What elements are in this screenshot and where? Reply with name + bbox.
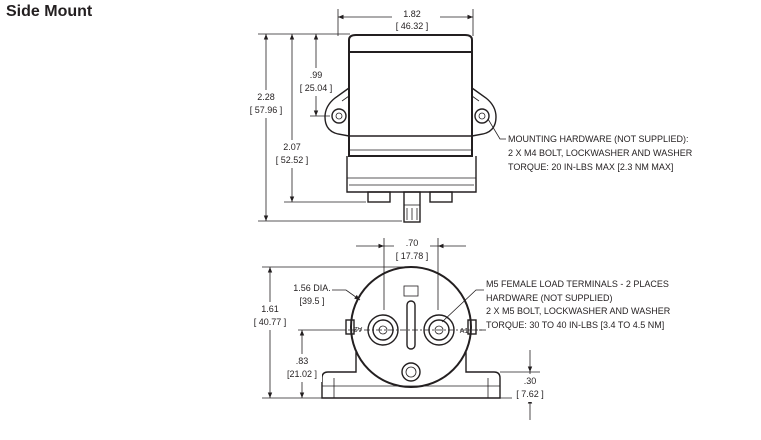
side-view: 1.82 [ 46.32 ] MOUNTING HARDWARE (NOT SU… — [246, 8, 693, 223]
right-flange — [471, 87, 497, 137]
terminal-left — [367, 191, 391, 203]
mount-height-mm-label: [ 25.04 ] — [300, 83, 333, 93]
base-in-label: .30 — [524, 376, 537, 386]
mounting-note-1: MOUNTING HARDWARE (NOT SUPPLIED): — [508, 134, 689, 144]
center-height-in-label: .83 — [296, 356, 309, 366]
mounting-note-3: TORQUE: 20 IN-LBS MAX [2.3 NM MAX] — [508, 162, 673, 172]
mounting-note-2: 2 X M4 BOLT, LOCKWASHER AND WASHER — [508, 148, 693, 158]
relay-body — [348, 51, 473, 157]
height-mm-label: [ 57.96 ] — [250, 105, 283, 115]
cap-top — [348, 34, 473, 52]
terminal-note-1: M5 FEMALE LOAD TERMINALS - 2 PLACES — [486, 279, 669, 289]
coil-terminal — [401, 362, 421, 382]
spacing-mm-label: [ 17.78 ] — [396, 251, 429, 261]
top-height-in-label: 1.61 — [261, 304, 279, 314]
terminal-leader — [441, 289, 484, 323]
base-housing — [346, 156, 477, 193]
top-height-mm-label: [ 40.77 ] — [254, 317, 287, 327]
mounting-leader — [487, 118, 506, 140]
mounting-base — [321, 352, 501, 399]
dia-leader — [332, 289, 361, 301]
width-in-label: 1.82 — [403, 9, 421, 19]
left-flange — [324, 87, 350, 137]
center-height-mm-label: [21.02 ] — [287, 369, 317, 379]
center-post — [403, 191, 421, 223]
mount-height-in-label: .99 — [310, 70, 323, 80]
right-mount-hole — [474, 108, 490, 124]
terminal-note-3: 2 X M5 BOLT, LOCKWASHER AND WASHER — [486, 306, 671, 316]
spacing-in-label: .70 — [406, 238, 419, 248]
body-height-mm-label: [ 52.52 ] — [276, 155, 309, 165]
dia-in-label: 1.56 DIA. — [293, 283, 331, 293]
terminal-mark-a2: A2 — [354, 325, 363, 332]
terminal-note-2: HARDWARE (NOT SUPPLIED) — [486, 293, 613, 303]
divider-slot — [406, 300, 416, 350]
left-mount-hole — [331, 108, 347, 124]
terminal-mark-a1: A1 — [460, 328, 469, 335]
terminal-right — [429, 191, 453, 203]
base-mm-label: [ 7.62 ] — [516, 389, 544, 399]
width-mm-label: [ 46.32 ] — [396, 21, 429, 31]
page-title: Side Mount — [6, 3, 93, 20]
terminal-note-4: TORQUE: 30 TO 40 IN-LBS [3.4 TO 4.5 NM] — [486, 320, 664, 330]
cover-circle — [350, 266, 472, 388]
top-view: .70 [ 17.78 ] A2 A1 M5 FEMALE LOAD TE — [251, 236, 671, 420]
height-in-label: 2.28 — [257, 92, 275, 102]
dia-mm-label: [39.5 ] — [299, 296, 324, 306]
body-height-in-label: 2.07 — [283, 142, 301, 152]
